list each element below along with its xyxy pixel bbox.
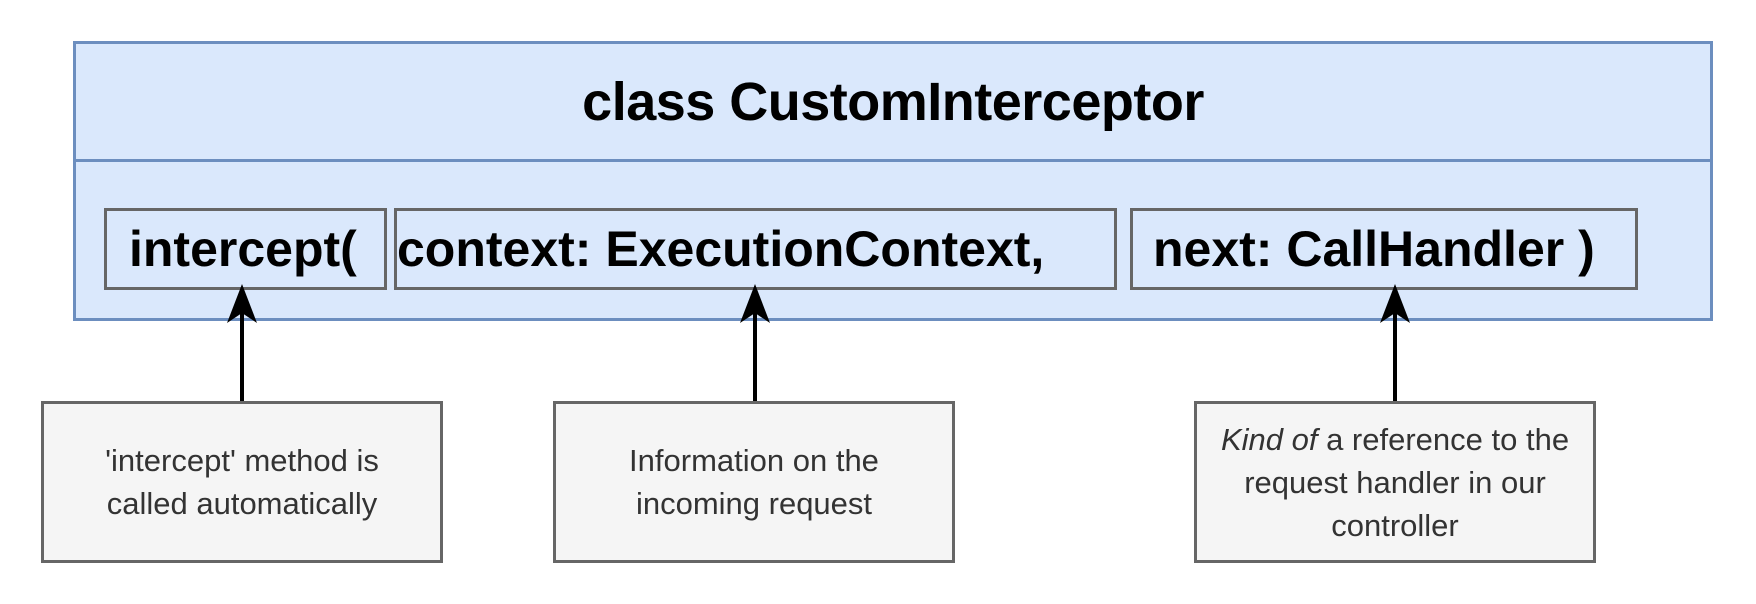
context-note: Information on the incoming request — [553, 401, 955, 563]
next-note-text: Kind of a reference to the request handl… — [1217, 418, 1573, 547]
next-note-rest: a reference to the request handler in ou… — [1244, 421, 1570, 543]
intercept-note: 'intercept' method is called automatical… — [41, 401, 443, 563]
class-box: class CustomInterceptor intercept( conte… — [73, 41, 1713, 321]
intercept-note-text: 'intercept' method is called automatical… — [105, 443, 379, 521]
next-param-text: next: CallHandler ) — [1153, 221, 1595, 277]
class-title: class CustomInterceptor — [76, 44, 1710, 162]
method-name-text: intercept( — [129, 221, 357, 277]
next-param-box: next: CallHandler ) — [1130, 208, 1638, 290]
method-name-box: intercept( — [104, 208, 387, 290]
context-note-text: Information on the incoming request — [629, 443, 879, 521]
next-note-italic: Kind of — [1220, 421, 1318, 457]
next-note: Kind of a reference to the request handl… — [1194, 401, 1596, 563]
context-param-text: context: ExecutionContext, — [397, 221, 1045, 277]
context-param-box: context: ExecutionContext, — [394, 208, 1117, 290]
